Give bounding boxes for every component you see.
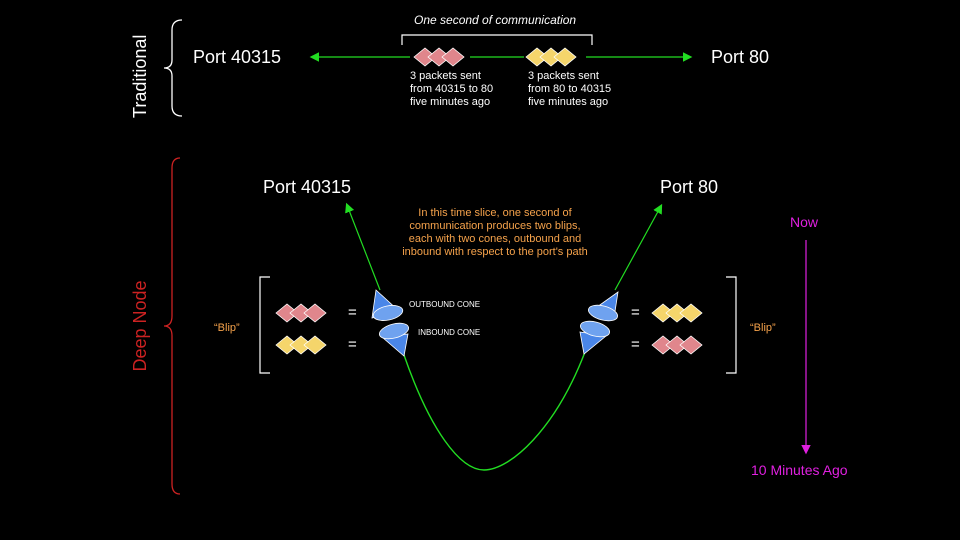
equals-sign-right-bottom: =	[631, 336, 640, 353]
traditional-port-left: Port 40315	[193, 47, 282, 67]
note-left: 3 packets sent from 40315 to 80 five min…	[410, 70, 494, 108]
packet-group-pink-left	[275, 303, 327, 323]
traditional-label: Traditional	[130, 34, 150, 118]
port-path-curve	[403, 351, 586, 471]
deep-port-right: Port 80	[660, 177, 719, 197]
explanation-text: In this time slice, one second of commun…	[402, 207, 588, 258]
right-outbound-cone	[587, 291, 619, 322]
packet-group-yellow-right	[651, 303, 703, 323]
deep-port-left: Port 40315	[263, 177, 352, 197]
right-inbound-cone	[579, 320, 611, 355]
left-outbound-cone	[371, 289, 404, 321]
blip-label-left: “Blip”	[214, 322, 240, 334]
left-inbound-cone	[378, 322, 410, 357]
communication-caption: One second of communication	[414, 13, 577, 27]
time-now-label: Now	[790, 214, 819, 230]
left-blip-bracket	[259, 276, 270, 374]
packet-group-pink-right	[651, 335, 703, 355]
outbound-cone-label: OUTBOUND CONE	[409, 300, 481, 309]
equals-sign-left-bottom: =	[348, 336, 357, 353]
time-bracket	[401, 34, 593, 45]
inbound-cone-label: INBOUND CONE	[418, 328, 481, 337]
right-blip-bracket	[726, 276, 737, 374]
left-port-arrow	[345, 202, 381, 291]
deep-node-brace	[163, 157, 181, 495]
note-right: 3 packets sent from 80 to 40315 five min…	[528, 70, 612, 108]
packet-group-yellow-left	[275, 335, 327, 355]
blip-label-right: “Blip”	[750, 322, 776, 334]
equals-sign-right-top: =	[631, 304, 640, 321]
equals-sign-left-top: =	[348, 304, 357, 321]
packet-group-yellow-top	[525, 47, 577, 67]
traditional-brace	[163, 19, 183, 117]
packet-group-pink-top	[413, 47, 465, 67]
right-port-arrow	[614, 203, 663, 291]
traditional-port-right: Port 80	[711, 47, 770, 67]
deep-node-label: Deep Node	[130, 280, 150, 372]
time-past-label: 10 Minutes Ago	[751, 462, 848, 478]
